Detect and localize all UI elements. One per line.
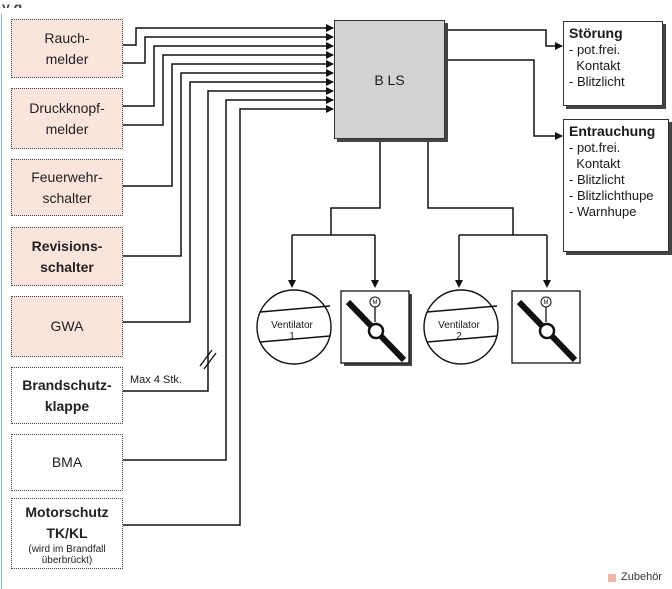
input-revisionsschalter: Revisions-schalter bbox=[11, 227, 123, 286]
input-feuerwehrschalter: Feuerwehr-schalter bbox=[11, 159, 123, 216]
input-gwa: GWA bbox=[11, 296, 123, 357]
input-brandschutzklappe: Brandschutz-klappe bbox=[11, 367, 123, 424]
output-entrauchung: Entrauchung - pot.frei. Kontakt - Blitzl… bbox=[563, 119, 669, 252]
output-stoerung: Störung - pot.frei. Kontakt - Blitzlicht bbox=[563, 21, 663, 106]
line-revision bbox=[123, 69, 334, 257]
output-stoerung-title: Störung bbox=[569, 25, 623, 41]
legend-label: Zubehör bbox=[621, 571, 662, 583]
page-header-fragment: y g bbox=[2, 0, 23, 8]
fan-1-circle bbox=[256, 289, 332, 365]
legend: Zubehör bbox=[608, 571, 662, 584]
line-gwa bbox=[123, 78, 334, 323]
line-rauchmelder bbox=[123, 24, 334, 46]
left-margin-rule bbox=[1, 14, 2, 589]
input-rauchmelder: Rauch-melder bbox=[11, 19, 123, 78]
line-stoerung bbox=[446, 29, 563, 50]
legend-swatch bbox=[608, 573, 616, 582]
cut-mark bbox=[199, 349, 217, 370]
motor-1-symbol: M bbox=[373, 300, 378, 306]
line-druckknopf-2 bbox=[123, 51, 334, 126]
input-druckknopfmelder: Druckknopf-melder bbox=[11, 88, 123, 149]
central-unit-bls: B LS bbox=[334, 20, 445, 139]
input-bma: BMA bbox=[11, 434, 123, 491]
line-motorschutz bbox=[123, 105, 334, 526]
fan-2-circle bbox=[423, 289, 499, 365]
central-unit-label: B LS bbox=[374, 71, 405, 88]
line-feuerwehr bbox=[123, 60, 334, 187]
line-bma bbox=[123, 96, 334, 461]
line-fan-group-2 bbox=[427, 140, 514, 235]
output-entrauchung-title: Entrauchung bbox=[569, 123, 656, 139]
line-fan-group-1 bbox=[330, 140, 381, 235]
motor-2-symbol: M bbox=[544, 300, 549, 306]
line-entrauchung bbox=[446, 59, 563, 140]
max-count-label: Max 4 Stk. bbox=[130, 374, 182, 386]
line-fan-2 bbox=[458, 234, 548, 286]
line-rauchmelder-2 bbox=[123, 33, 334, 64]
line-fan-1 bbox=[291, 234, 376, 286]
line-brandschutz bbox=[123, 87, 334, 392]
line-druckknopf bbox=[123, 42, 334, 107]
